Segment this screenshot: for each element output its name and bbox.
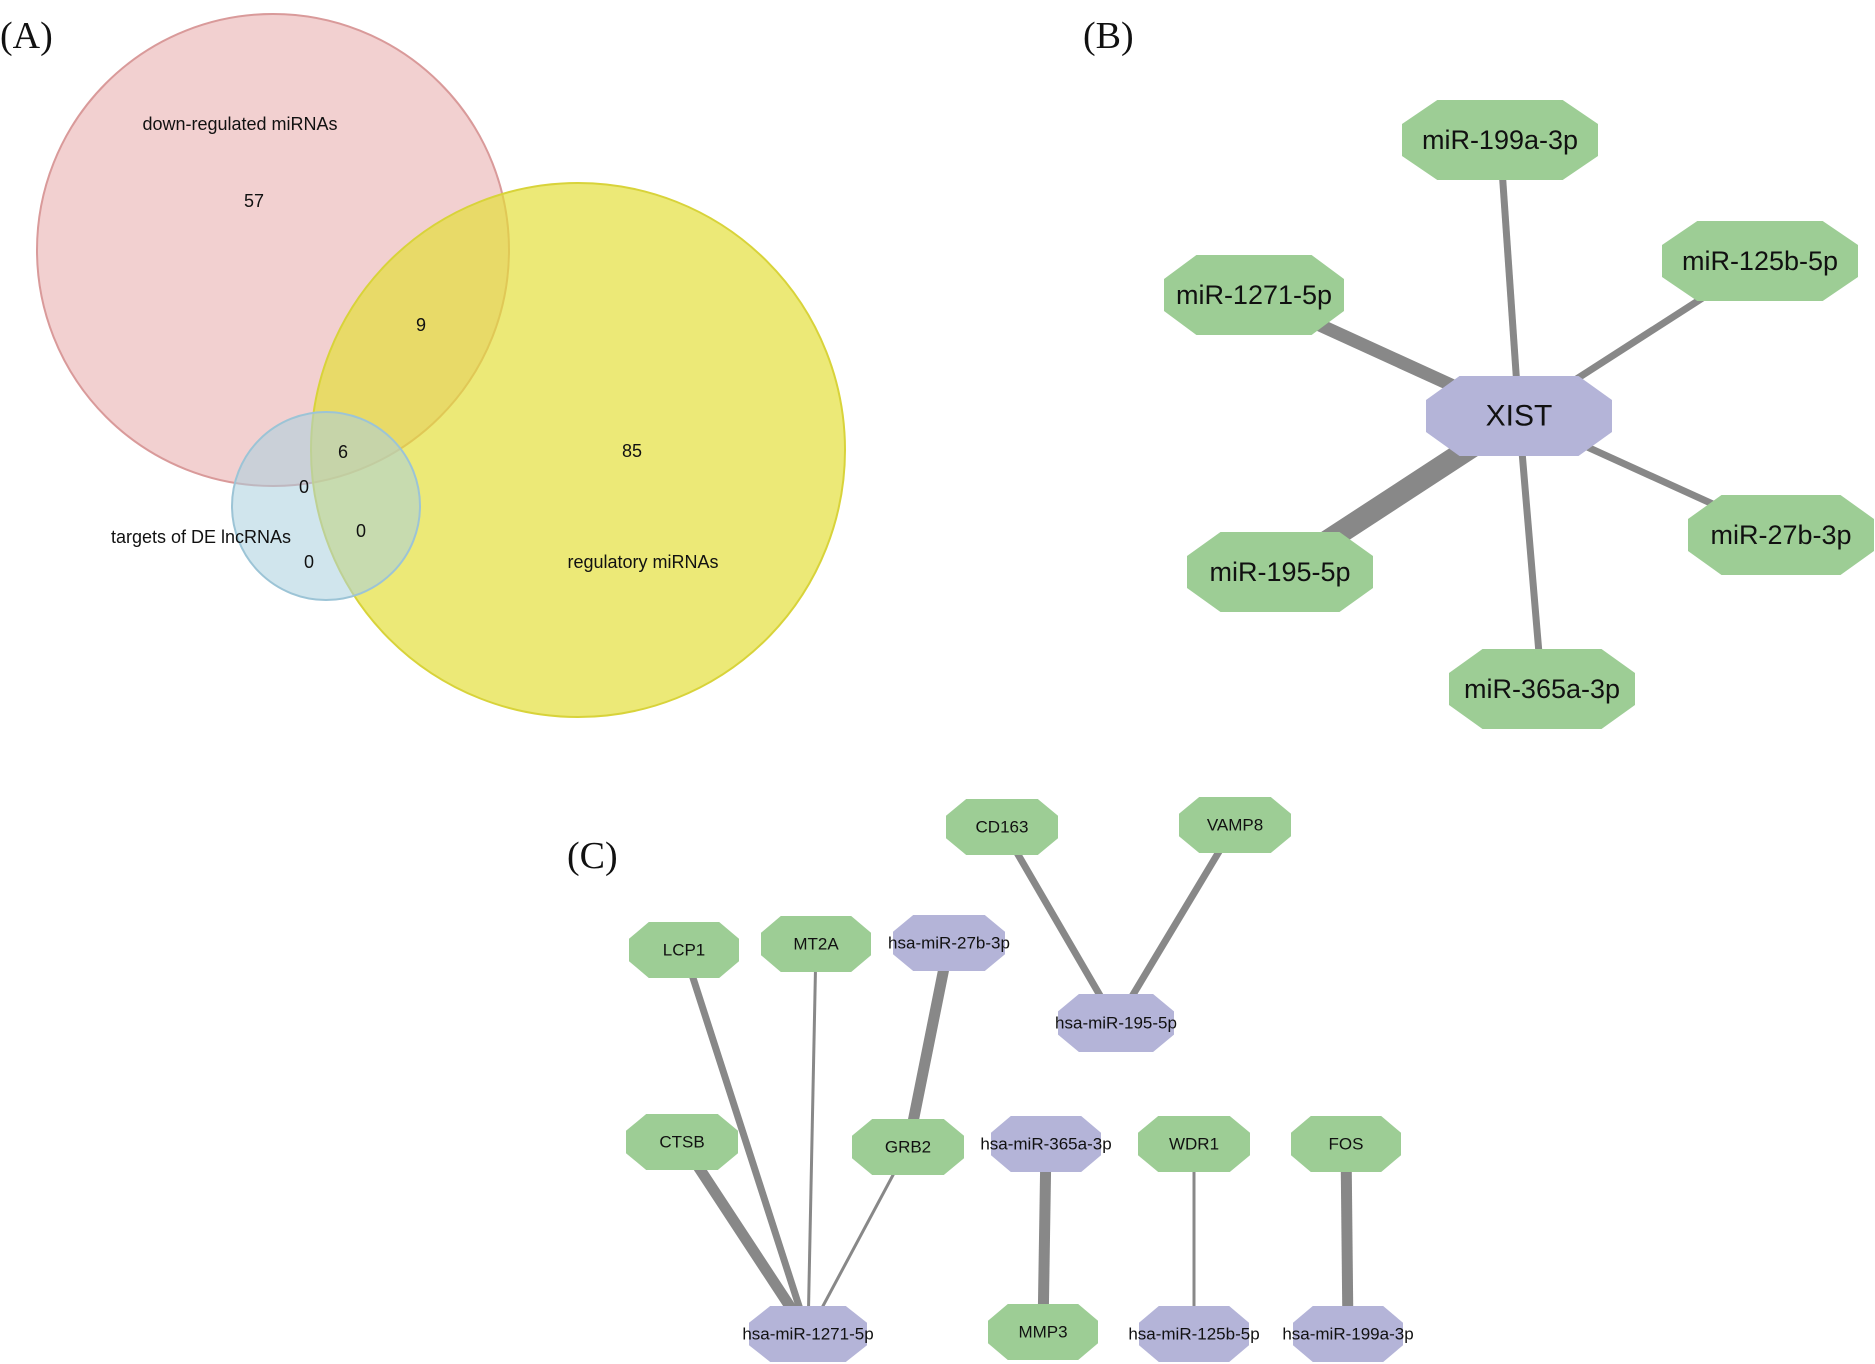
network-c-node-label-vamp8: VAMP8: [1207, 816, 1263, 835]
network-c-node-label-fos: FOS: [1329, 1135, 1364, 1154]
network-c-node-m125b[interactable]: hsa-miR-125b-5p: [1128, 1306, 1260, 1362]
network-c-node-mt2a[interactable]: MT2A: [761, 916, 871, 972]
network-c-node-fos[interactable]: FOS: [1291, 1116, 1401, 1172]
network-c-edge-lcp1-m1271: [680, 948, 812, 1336]
network-b-node-mir125b[interactable]: miR-125b-5p: [1662, 221, 1858, 301]
network-b-node-label-mir195: miR-195-5p: [1209, 557, 1350, 587]
network-c-node-ctsb[interactable]: CTSB: [626, 1114, 738, 1170]
network-b-node-xist[interactable]: XIST: [1426, 376, 1612, 456]
network-c-edge-fos-m199a: [1340, 1143, 1354, 1335]
network-b: XIST miR-199a-3p miR-125b-5p miR-1271-5p miR…: [1164, 100, 1874, 729]
network-c-node-wdr1[interactable]: WDR1: [1138, 1116, 1250, 1172]
network-b-edge-xist-mir365a: [1515, 415, 1546, 690]
network-c-node-label-ctsb: CTSB: [659, 1133, 704, 1152]
network-b-node-label-xist: XIST: [1486, 400, 1553, 433]
network-c-node-shape-grb2: [852, 1119, 964, 1175]
network-c-node-m27b[interactable]: hsa-miR-27b-3p: [888, 915, 1010, 971]
network-c-node-cd163[interactable]: CD163: [946, 799, 1058, 855]
network-c-edge-m27b-grb2: [902, 941, 955, 1149]
network-c-edge-mt2a-m1271: [806, 943, 818, 1335]
network-c-node-label-m27b: hsa-miR-27b-3p: [888, 934, 1010, 953]
network-b-node-label-mir1271: miR-1271-5p: [1176, 280, 1332, 310]
network-b-node-shape-xist: [1426, 376, 1612, 456]
network-c-node-shape-ctsb: [626, 1114, 738, 1170]
venn-label-regulatory: regulatory miRNAs: [567, 552, 718, 572]
panel-label-b: (B): [1083, 15, 1134, 57]
network-b-node-shape-mir27b: [1688, 495, 1874, 575]
venn-count-regulatory-targets: 0: [356, 521, 366, 541]
network-b-node-shape-mir199a: [1402, 100, 1598, 180]
network-c-node-m195[interactable]: hsa-miR-195-5p: [1055, 994, 1177, 1052]
network-c-node-vamp8[interactable]: VAMP8: [1179, 797, 1291, 853]
network-c-node-label-grb2: GRB2: [885, 1138, 931, 1157]
network-c-node-label-m365a: hsa-miR-365a-3p: [980, 1135, 1111, 1154]
network-c-node-label-wdr1: WDR1: [1169, 1135, 1219, 1154]
network-b-node-shape-mir1271: [1164, 255, 1344, 335]
network-c-node-shape-cd163: [946, 799, 1058, 855]
network-c-edge-m365a-mmp3: [1037, 1143, 1052, 1333]
network-c-node-shape-m27b: [893, 915, 1005, 971]
network-c-node-shape-mmp3: [988, 1304, 1098, 1360]
network-c-node-m365a[interactable]: hsa-miR-365a-3p: [980, 1116, 1112, 1172]
network-c-node-label-m199a: hsa-miR-199a-3p: [1282, 1325, 1413, 1344]
network-b-node-shape-mir195: [1187, 532, 1373, 612]
venn-count-down-regulatory: 9: [416, 315, 426, 335]
network-c-node-label-m125b: hsa-miR-125b-5p: [1128, 1325, 1259, 1344]
network-c-node-m1271[interactable]: hsa-miR-1271-5p: [742, 1306, 874, 1362]
network-b-node-mir1271[interactable]: miR-1271-5p: [1164, 255, 1344, 335]
network-c-node-label-m1271: hsa-miR-1271-5p: [742, 1325, 873, 1344]
network-c-node-shape-fos: [1291, 1116, 1401, 1172]
venn-label-targets: targets of DE lncRNAs: [111, 527, 291, 547]
network-c-node-lcp1[interactable]: LCP1: [629, 922, 739, 978]
network-c-edge-ctsb-m1271: [677, 1138, 813, 1338]
network-c-node-shape-m365a: [991, 1116, 1101, 1172]
network-c-node-shape-lcp1: [629, 922, 739, 978]
network-c-node-shape-m199a: [1293, 1306, 1403, 1362]
network-c-node-grb2[interactable]: GRB2: [852, 1119, 964, 1175]
network-b-node-label-mir365a: miR-365a-3p: [1464, 674, 1620, 704]
network-c-edge-vamp8-m195: [1113, 823, 1238, 1025]
network-b-node-label-mir199a: miR-199a-3p: [1422, 125, 1578, 155]
network-c-edge-cd163-m195: [998, 825, 1120, 1025]
venn-count-down-only: 57: [244, 191, 264, 211]
network-c-node-label-cd163: CD163: [976, 818, 1029, 837]
network-b-node-shape-mir365a: [1449, 649, 1635, 729]
venn-count-all-three: 6: [338, 442, 348, 462]
network-c-node-shape-m1271: [749, 1306, 867, 1362]
network-b-node-mir27b[interactable]: miR-27b-3p: [1688, 495, 1874, 575]
network-c-node-label-mmp3: MMP3: [1018, 1323, 1067, 1342]
network-c-node-shape-wdr1: [1138, 1116, 1250, 1172]
network-b-nodes: XIST miR-199a-3p miR-125b-5p miR-1271-5p miR…: [1164, 100, 1874, 729]
venn-count-targets-only: 0: [304, 552, 314, 572]
network-c-edge-grb2-m1271: [806, 1146, 910, 1335]
panel-label-a: (A): [0, 15, 53, 57]
venn-count-regulatory-only: 85: [622, 441, 642, 461]
venn-label-down: down-regulated miRNAs: [142, 114, 337, 134]
network-c-node-m199a[interactable]: hsa-miR-199a-3p: [1282, 1306, 1414, 1362]
panel-label-c: (C): [567, 835, 618, 877]
network-c-node-mmp3[interactable]: MMP3: [988, 1304, 1098, 1360]
network-b-node-label-mir125b: miR-125b-5p: [1682, 246, 1838, 276]
network-b-edge-xist-mir199a: [1496, 139, 1523, 417]
network-c-edges: [677, 823, 1354, 1338]
network-c-node-label-mt2a: MT2A: [793, 935, 839, 954]
venn-diagram: down-regulated miRNAs regulatory miRNAs …: [36, 13, 846, 718]
network-c-node-shape-m195: [1058, 994, 1174, 1052]
venn-set-targets: [231, 411, 421, 601]
network-b-node-label-mir27b: miR-27b-3p: [1710, 520, 1851, 550]
network-c-node-label-lcp1: LCP1: [663, 941, 706, 960]
network-b-node-mir365a[interactable]: miR-365a-3p: [1449, 649, 1635, 729]
venn-count-down-targets: 0: [299, 477, 309, 497]
network-b-node-mir199a[interactable]: miR-199a-3p: [1402, 100, 1598, 180]
network-c-node-shape-vamp8: [1179, 797, 1291, 853]
network-b-node-mir195[interactable]: miR-195-5p: [1187, 532, 1373, 612]
network-c-node-shape-mt2a: [761, 916, 871, 972]
network-c-node-label-m195: hsa-miR-195-5p: [1055, 1014, 1177, 1033]
network-c-node-shape-m125b: [1139, 1306, 1249, 1362]
network-b-node-shape-mir125b: [1662, 221, 1858, 301]
